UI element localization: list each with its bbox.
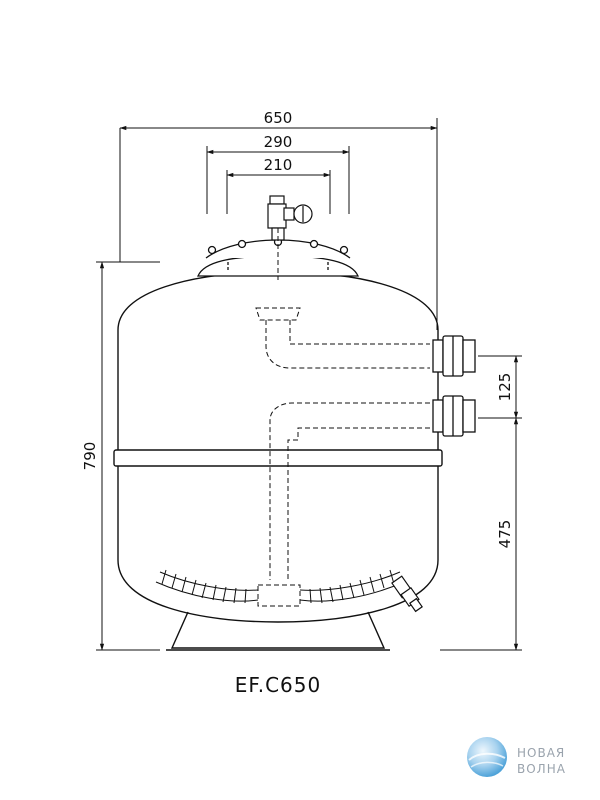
- dim-port-height: 475: [496, 520, 514, 549]
- filter-tank: [113, 271, 443, 651]
- air-release-valve: [267, 195, 313, 241]
- dim-valve-width: 210: [264, 156, 293, 174]
- lateral-right: [299, 569, 405, 604]
- internal-plumbing: [255, 228, 430, 607]
- dim-overall-width: 650: [264, 109, 293, 127]
- watermark-line1: НОВАЯ: [517, 746, 565, 760]
- watermark-line2: ВОЛНА: [517, 762, 566, 776]
- dim-port-spacing: 125: [496, 373, 514, 402]
- lateral-left: [155, 569, 259, 604]
- dim-total-height: 790: [81, 442, 99, 471]
- dim-lid-width: 290: [264, 133, 293, 151]
- watermark-logo: НОВАЯ ВОЛНА: [467, 737, 566, 777]
- port-lower: [432, 395, 476, 437]
- port-upper: [432, 335, 476, 377]
- dimension-lines: [96, 118, 522, 651]
- drain-valve: [391, 575, 423, 613]
- model-name: EF.C650: [235, 673, 321, 697]
